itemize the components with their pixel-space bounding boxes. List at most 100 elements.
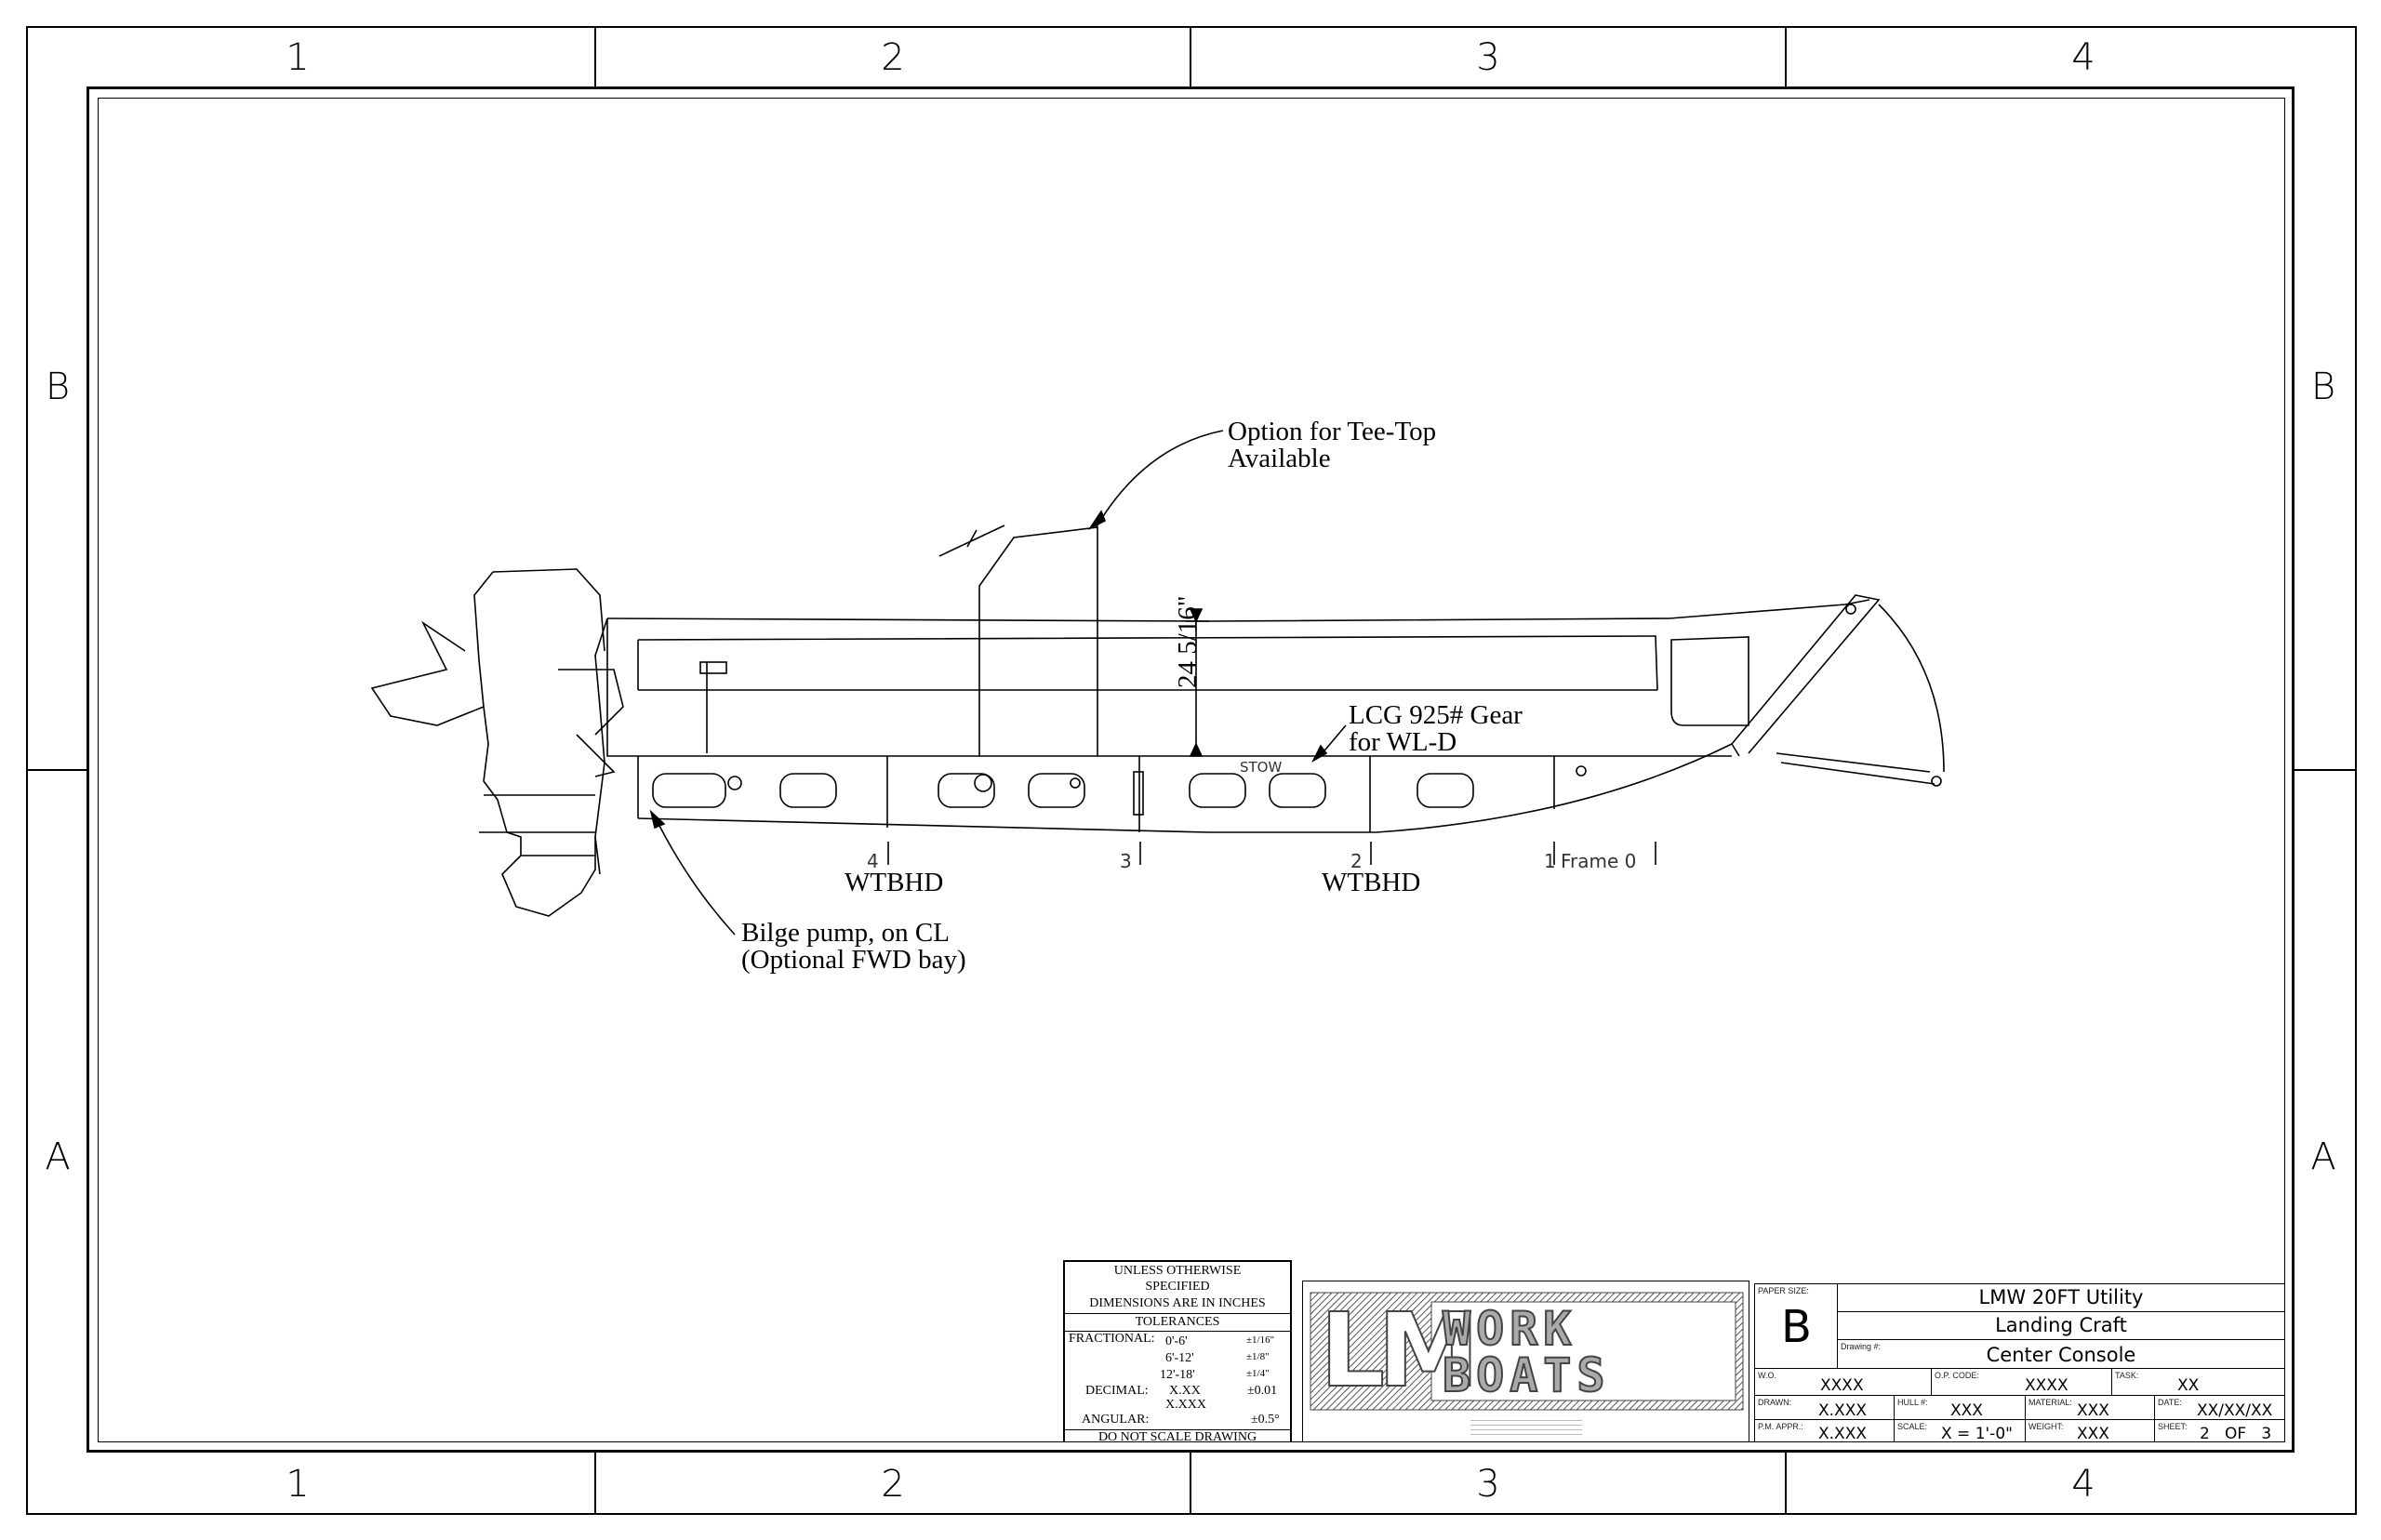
date-cell: DATE: XX/XX/XX xyxy=(2154,1395,2285,1420)
sheet-value: 2 OF 3 xyxy=(2200,1425,2272,1443)
lightening-holes xyxy=(652,765,1587,808)
divider xyxy=(1065,1331,1290,1332)
material-label: MATERIAL: xyxy=(2029,1398,2072,1407)
hull-value: XXX xyxy=(1950,1401,1983,1420)
paper-size-cell: PAPER SIZE: B xyxy=(1754,1283,1838,1369)
decimal-2: X.XXX xyxy=(1165,1398,1206,1412)
center-console xyxy=(699,524,1144,816)
zone-label-bottom-1: 1 xyxy=(286,1463,310,1506)
zone-divider xyxy=(1190,1452,1191,1515)
tol-footer: DO NOT SCALE DRAWING xyxy=(1097,1430,1257,1444)
logo-boats: BOATS xyxy=(1442,1348,1611,1403)
zone-divider xyxy=(594,26,596,86)
sheet-label: SHEET: xyxy=(2158,1422,2188,1431)
wtbhd-label-fwd: WTBHD xyxy=(1322,868,1421,897)
tol-3: ±1/4" xyxy=(1246,1368,1270,1379)
date-label: DATE: xyxy=(2158,1398,2182,1407)
frame-1-label: 1 xyxy=(1544,850,1556,872)
sheet-cell: SHEET: 2 OF 3 xyxy=(2154,1419,2285,1443)
task-cell: TASK: XX xyxy=(2111,1368,2285,1396)
weight-label: WEIGHT: xyxy=(2029,1422,2064,1431)
lcg-note-line1: LCG 925# Gear xyxy=(1349,700,1523,730)
zone-label-left-b: B xyxy=(45,365,71,408)
zone-divider xyxy=(1785,1452,1787,1515)
task-label: TASK: xyxy=(2115,1371,2139,1380)
title-line-3-cell: Drawing #: Center Console xyxy=(1837,1339,2285,1369)
hull-label: HULL #: xyxy=(1897,1398,1928,1407)
divider xyxy=(1065,1429,1290,1430)
date-value: XX/XX/XX xyxy=(2197,1401,2273,1420)
tolerances-block: UNLESS OTHERWISE SPECIFIED DIMENSIONS AR… xyxy=(1063,1260,1292,1444)
company-logo xyxy=(1310,1292,1744,1411)
zone-label-bottom-4: 4 xyxy=(2071,1463,2095,1506)
hull-outline xyxy=(606,599,1870,833)
pm-appr-label: P.M. APPR.: xyxy=(1758,1422,1803,1431)
angular-label: ANGULAR: xyxy=(1082,1413,1150,1427)
title-line-1: LMW 20FT Utility xyxy=(1978,1286,2144,1308)
tol-1: ±1/16" xyxy=(1246,1334,1275,1346)
zone-label-top-4: 4 xyxy=(2071,36,2095,79)
decimal-1-tol: ±0.01 xyxy=(1247,1384,1278,1398)
decimal-1: X.XX xyxy=(1169,1384,1201,1398)
height-dimension: 24 5/16" xyxy=(1173,595,1203,688)
tol-2: ±1/8" xyxy=(1246,1351,1270,1362)
outboard-motor xyxy=(370,568,624,917)
logo-work: WORK xyxy=(1442,1301,1577,1357)
drawing-border xyxy=(86,86,2295,1453)
task-value: XX xyxy=(2177,1376,2200,1395)
decimal-label: DECIMAL: xyxy=(1085,1384,1149,1398)
wo-label: W.O. xyxy=(1758,1371,1776,1380)
paper-size-value: B xyxy=(1781,1301,1812,1353)
frame-0-label: Frame 0 xyxy=(1561,850,1637,872)
hull-cell: HULL #: XXX xyxy=(1894,1395,2026,1420)
title-line-1-cell: LMW 20FT Utility xyxy=(1837,1283,2285,1312)
tol-header-1: UNLESS OTHERWISE xyxy=(1113,1264,1242,1278)
divider xyxy=(1065,1313,1290,1314)
scale-cell: SCALE: X = 1'-0" xyxy=(1894,1419,2026,1443)
address-lines xyxy=(1470,1416,1582,1439)
zone-label-bottom-3: 3 xyxy=(1476,1463,1500,1506)
zone-divider xyxy=(1785,26,1787,86)
drawing-number-label: Drawing #: xyxy=(1841,1342,1882,1351)
inner-border xyxy=(98,98,2285,1442)
lcg-note-line2: for WL-D xyxy=(1349,727,1457,757)
drawn-cell: DRAWN: X.XXX xyxy=(1754,1395,1895,1420)
wo-cell: W.O. XXXX xyxy=(1754,1368,1932,1396)
zone-label-top-1: 1 xyxy=(286,36,310,79)
stow-label: STOW xyxy=(1240,759,1283,776)
scale-value: X = 1'-0" xyxy=(1941,1425,2013,1443)
range-1: 0'-6' xyxy=(1165,1334,1188,1348)
zone-divider xyxy=(1190,26,1191,86)
zone-divider xyxy=(594,1452,596,1515)
logo-mark: LM xyxy=(1319,1290,1481,1411)
frame-3-label: 3 xyxy=(1120,850,1132,872)
frame-2-label: 2 xyxy=(1350,850,1363,872)
dimension-line xyxy=(1186,608,1209,757)
weight-value: XXX xyxy=(2077,1425,2109,1443)
company-logo-block: LM WORK BOATS xyxy=(1302,1281,1749,1442)
material-cell: MATERIAL:XXX xyxy=(2025,1395,2155,1420)
title-line-3: Center Console xyxy=(1986,1344,2136,1366)
tol-title: TOLERANCES xyxy=(1135,1315,1220,1329)
wtbhd-label-aft: WTBHD xyxy=(845,868,944,897)
wo-value: XXXX xyxy=(1820,1376,1864,1395)
zone-label-top-3: 3 xyxy=(1476,36,1500,79)
paper-size-label: PAPER SIZE: xyxy=(1758,1286,1809,1295)
op-code-cell: O.P. CODE:XXXX xyxy=(1931,1368,2112,1396)
range-2: 6'-12' xyxy=(1165,1351,1194,1365)
zone-label-bottom-2: 2 xyxy=(881,1463,905,1506)
bilge-note-line1: Bilge pump, on CL xyxy=(741,918,950,948)
scale-label: SCALE: xyxy=(1897,1422,1928,1431)
zone-divider xyxy=(2294,769,2357,771)
zone-label-right-b: B xyxy=(2310,365,2336,408)
op-code-value: XXXX xyxy=(2025,1376,2068,1395)
drawn-value: X.XXX xyxy=(1818,1401,1867,1420)
bulkhead-lines xyxy=(886,756,1555,832)
drawn-label: DRAWN: xyxy=(1758,1398,1792,1407)
zone-divider xyxy=(26,769,86,771)
pm-appr-cell: P.M. APPR.:X.XXX xyxy=(1754,1419,1895,1443)
bilge-note-line2: (Optional FWD bay) xyxy=(741,945,966,975)
angular-tol: ±0.5° xyxy=(1251,1413,1280,1427)
range-3: 12'-18' xyxy=(1160,1368,1195,1382)
